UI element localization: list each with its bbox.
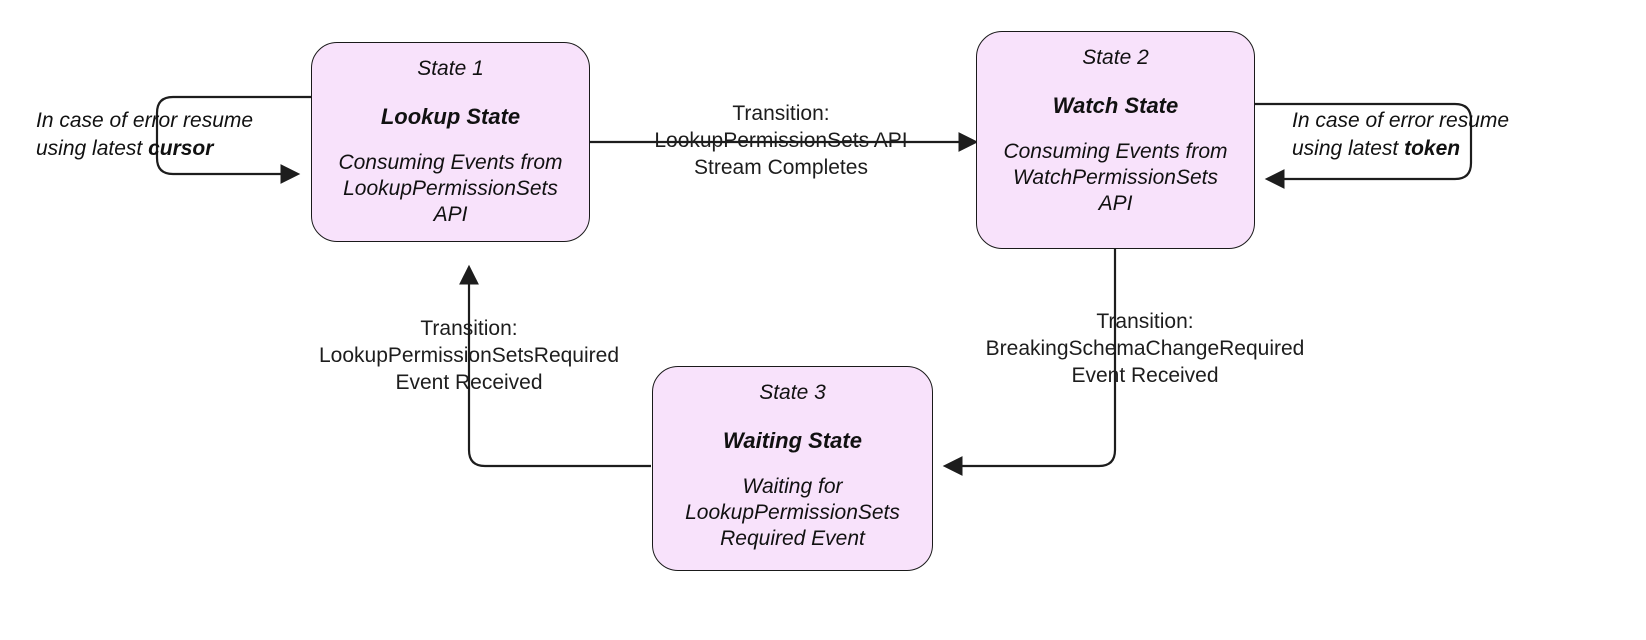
edge-label-watch-to-waiting: Transition: BreakingSchemaChangeRequired… <box>985 310 1305 387</box>
state-name-1: Lookup State <box>380 104 521 129</box>
note-watch-error-resume: In case of error resume using latest tok… <box>1292 107 1562 163</box>
note-lookup-line1: In case of error resume <box>36 109 254 132</box>
state-name-3: Waiting State <box>723 428 862 453</box>
edge-label-waiting-to-lookup: Transition: LookupPermissionSetsRequired… <box>319 317 619 394</box>
note-lookup-emphasis: cursor <box>148 137 214 160</box>
note-watch-line1: In case of error resume <box>1292 109 1510 132</box>
note-watch-emphasis: token <box>1404 137 1461 160</box>
state-node-watch[interactable]: State 2 Watch State Consuming Events fro… <box>976 31 1255 249</box>
state-id-2: State 2 <box>1082 46 1149 69</box>
note-lookup-line2-prefix: using latest <box>36 137 149 160</box>
state-node-lookup[interactable]: State 1 Lookup State Consuming Events fr… <box>311 42 590 242</box>
state-id-1: State 1 <box>417 57 484 80</box>
edge-label-lookup-to-watch: Transition: LookupPermissionSets API Str… <box>654 102 908 179</box>
state-node-waiting[interactable]: State 3 Waiting State Waiting for Lookup… <box>652 366 933 571</box>
note-lookup-error-resume: In case of error resume using latest cur… <box>36 107 298 163</box>
state-id-3: State 3 <box>759 381 826 404</box>
state-description-2: Consuming Events from WatchPermissionSet… <box>1003 140 1228 215</box>
note-watch-line2-prefix: using latest <box>1292 137 1405 160</box>
state-description-1: Consuming Events from LookupPermissionSe… <box>338 151 563 226</box>
state-name-2: Watch State <box>1052 93 1179 118</box>
state-description-3: Waiting for LookupPermissionSets Require… <box>685 475 900 550</box>
